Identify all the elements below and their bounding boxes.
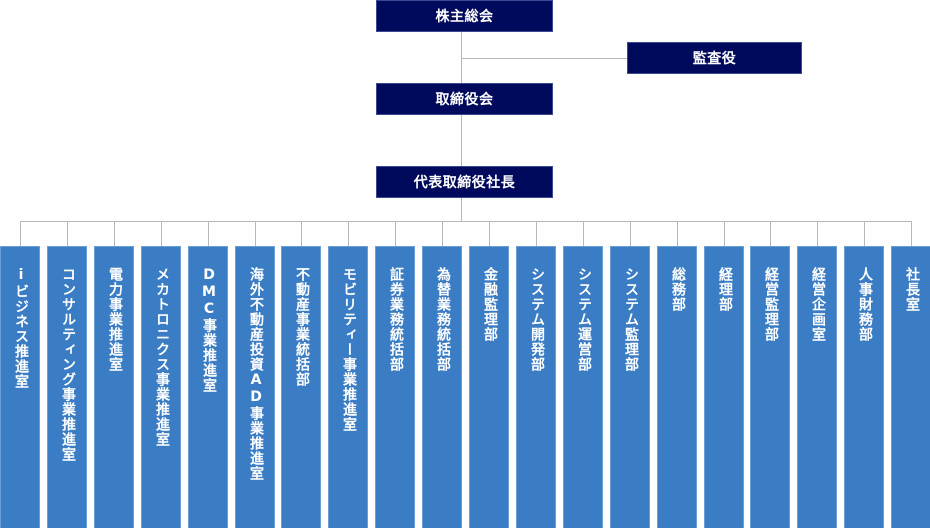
department-label: 経営企画室 [810, 267, 826, 342]
department-box: 為替業務統括部 [422, 246, 462, 528]
board-of-directors-label: 取締役会 [435, 92, 494, 108]
connector-to-auditor [461, 58, 627, 59]
department-box: 金融監理部 [469, 246, 509, 528]
connector-drop [208, 221, 209, 246]
department-label: モビリティー事業推進室 [341, 267, 357, 432]
department-label: 経営監理部 [763, 267, 779, 342]
department-box: システム監理部 [610, 246, 650, 528]
department-label: コンサルティング事業推進室 [60, 267, 76, 462]
department-box: システム運営部 [563, 246, 603, 528]
department-box: モビリティー事業推進室 [328, 246, 368, 528]
auditor-box: 監査役 [627, 42, 802, 74]
department-box: iビジネス推進室 [0, 246, 40, 528]
department-label: システム運営部 [576, 267, 592, 372]
department-label: 為替業務統括部 [435, 267, 451, 372]
connector-drop [255, 221, 256, 246]
connector-drop [911, 221, 912, 246]
connector-drop [442, 221, 443, 246]
connector-drop [114, 221, 115, 246]
department-label: メカトロニクス事業推進室 [154, 267, 170, 447]
department-label: 経理部 [717, 267, 733, 312]
department-label: iビジネス推進室 [13, 267, 29, 389]
connector-board-to-president [461, 115, 462, 166]
department-label: 金融監理部 [482, 267, 498, 342]
connector-president-down [461, 198, 462, 221]
connector-drop [348, 221, 349, 246]
connector-drop [67, 221, 68, 246]
shareholders-meeting-label: 株主総会 [435, 9, 494, 25]
department-box: 証券業務統括部 [375, 246, 415, 528]
department-label: 海外不動産投資AD事業推進室 [248, 267, 264, 481]
department-label: 不動産事業統括部 [294, 267, 310, 387]
shareholders-meeting-box: 株主総会 [376, 0, 553, 32]
auditor-label: 監査役 [692, 51, 737, 67]
president-box: 代表取締役社長 [376, 166, 553, 198]
department-label: 電力事業推進室 [107, 267, 123, 372]
connector-drop [770, 221, 771, 246]
department-label: 人事財務部 [857, 267, 873, 342]
connector-horizontal-bus [20, 221, 912, 222]
connector-drop [817, 221, 818, 246]
connector-drop [301, 221, 302, 246]
connector-drop [677, 221, 678, 246]
department-box: 経理部 [704, 246, 744, 528]
department-label: 総務部 [670, 267, 686, 312]
department-label: DMC事業推進室 [201, 267, 217, 393]
department-box: メカトロニクス事業推進室 [141, 246, 181, 528]
connector-drop [724, 221, 725, 246]
department-box: 不動産事業統括部 [281, 246, 321, 528]
department-box: 電力事業推進室 [94, 246, 134, 528]
department-box: コンサルティング事業推進室 [47, 246, 87, 528]
connector-drop [395, 221, 396, 246]
connector-drop [489, 221, 490, 246]
connector-drop [864, 221, 865, 246]
department-box: 社長室 [891, 246, 930, 528]
president-label: 代表取締役社長 [413, 175, 516, 191]
department-label: システム監理部 [623, 267, 639, 372]
connector-drop [20, 221, 21, 246]
connector-drop [630, 221, 631, 246]
department-box: 海外不動産投資AD事業推進室 [235, 246, 275, 528]
connector-drop [161, 221, 162, 246]
department-box: 経営企画室 [797, 246, 837, 528]
department-label: システム開発部 [529, 267, 545, 372]
department-label: 証券業務統括部 [388, 267, 404, 372]
department-label: 社長室 [904, 267, 920, 312]
board-of-directors-box: 取締役会 [376, 83, 553, 115]
department-box: 人事財務部 [844, 246, 884, 528]
connector-drop [536, 221, 537, 246]
connector-shareholders-to-board [461, 32, 462, 83]
department-box: システム開発部 [516, 246, 556, 528]
department-box: DMC事業推進室 [188, 246, 228, 528]
department-box: 経営監理部 [750, 246, 790, 528]
connector-drop [583, 221, 584, 246]
department-box: 総務部 [657, 246, 697, 528]
